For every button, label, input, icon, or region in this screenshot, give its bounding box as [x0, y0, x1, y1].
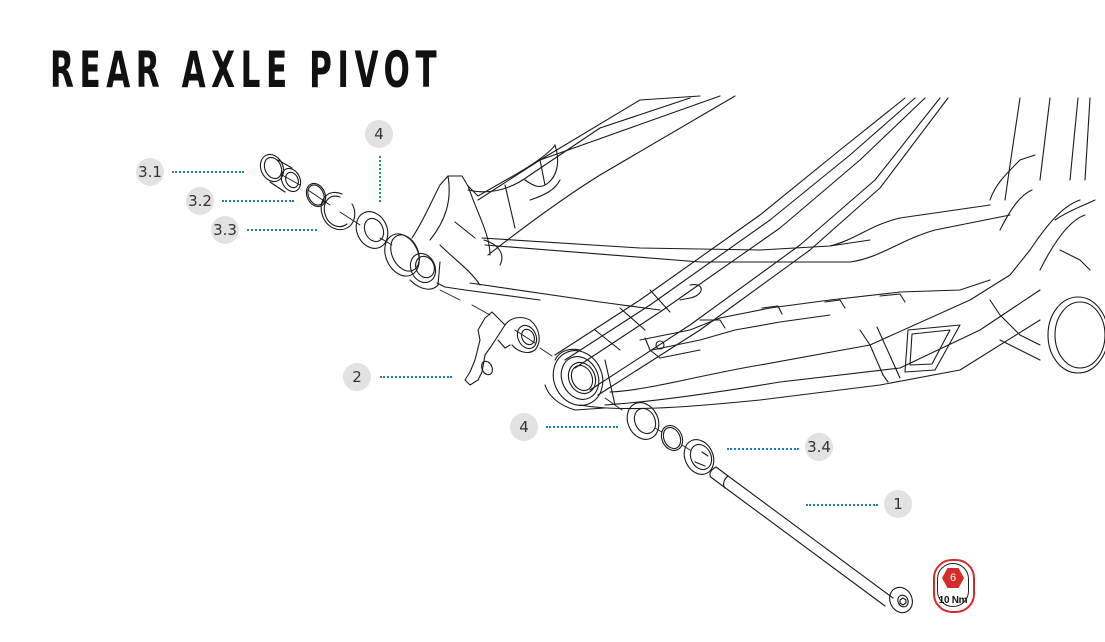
- hex-key-icon: 6: [942, 568, 964, 588]
- axis-line-upper: [281, 174, 553, 357]
- circlip-3-3: [320, 192, 356, 231]
- page-title: REAR AXLE PIVOT: [50, 41, 443, 99]
- callout-4-top: 4: [365, 120, 393, 148]
- bottom-bracket-cluster: [989, 97, 1105, 374]
- leader-line-4-top: [379, 156, 381, 202]
- chainstay-pivot: [544, 348, 616, 411]
- seat-stay-dropout: [384, 233, 466, 291]
- seat-stay: [411, 95, 736, 286]
- leader-line-3-4: [727, 448, 799, 450]
- bearing-4-top: [355, 211, 389, 249]
- axis-line-lower: [604, 397, 691, 451]
- leader-line-3-2: [222, 200, 294, 202]
- bearing-4-bottom: [626, 402, 660, 440]
- callout-3-1: 3.1: [136, 158, 164, 186]
- o-ring-lower: [660, 424, 684, 452]
- leader-line-2: [380, 376, 452, 378]
- axle-nut-3-4: [683, 439, 715, 475]
- callout-3-4: 3.4: [805, 433, 833, 461]
- upper-chainstay-tube: [464, 204, 1011, 311]
- chainstay: [579, 249, 1041, 410]
- axle-1: [709, 466, 913, 614]
- leader-line-4-bottom: [546, 426, 618, 428]
- callout-3-3: 3.3: [211, 216, 239, 244]
- torque-badge-inner-ring: [937, 563, 969, 607]
- callout-2: 2: [343, 363, 371, 391]
- callout-4-bottom: 4: [510, 413, 538, 441]
- pivot-cap-3-1: [259, 153, 302, 193]
- torque-spec-badge: 6 10 Nm: [933, 559, 975, 613]
- callout-3-2: 3.2: [186, 187, 214, 215]
- leader-line-3-1: [172, 171, 244, 173]
- callout-1: 1: [884, 490, 912, 518]
- torque-value: 10 Nm: [938, 595, 968, 606]
- leader-line-3-3: [247, 229, 317, 231]
- hex-key-size: 6: [949, 572, 957, 584]
- leader-line-1: [806, 504, 878, 506]
- derailleur-hanger-2: [464, 311, 540, 386]
